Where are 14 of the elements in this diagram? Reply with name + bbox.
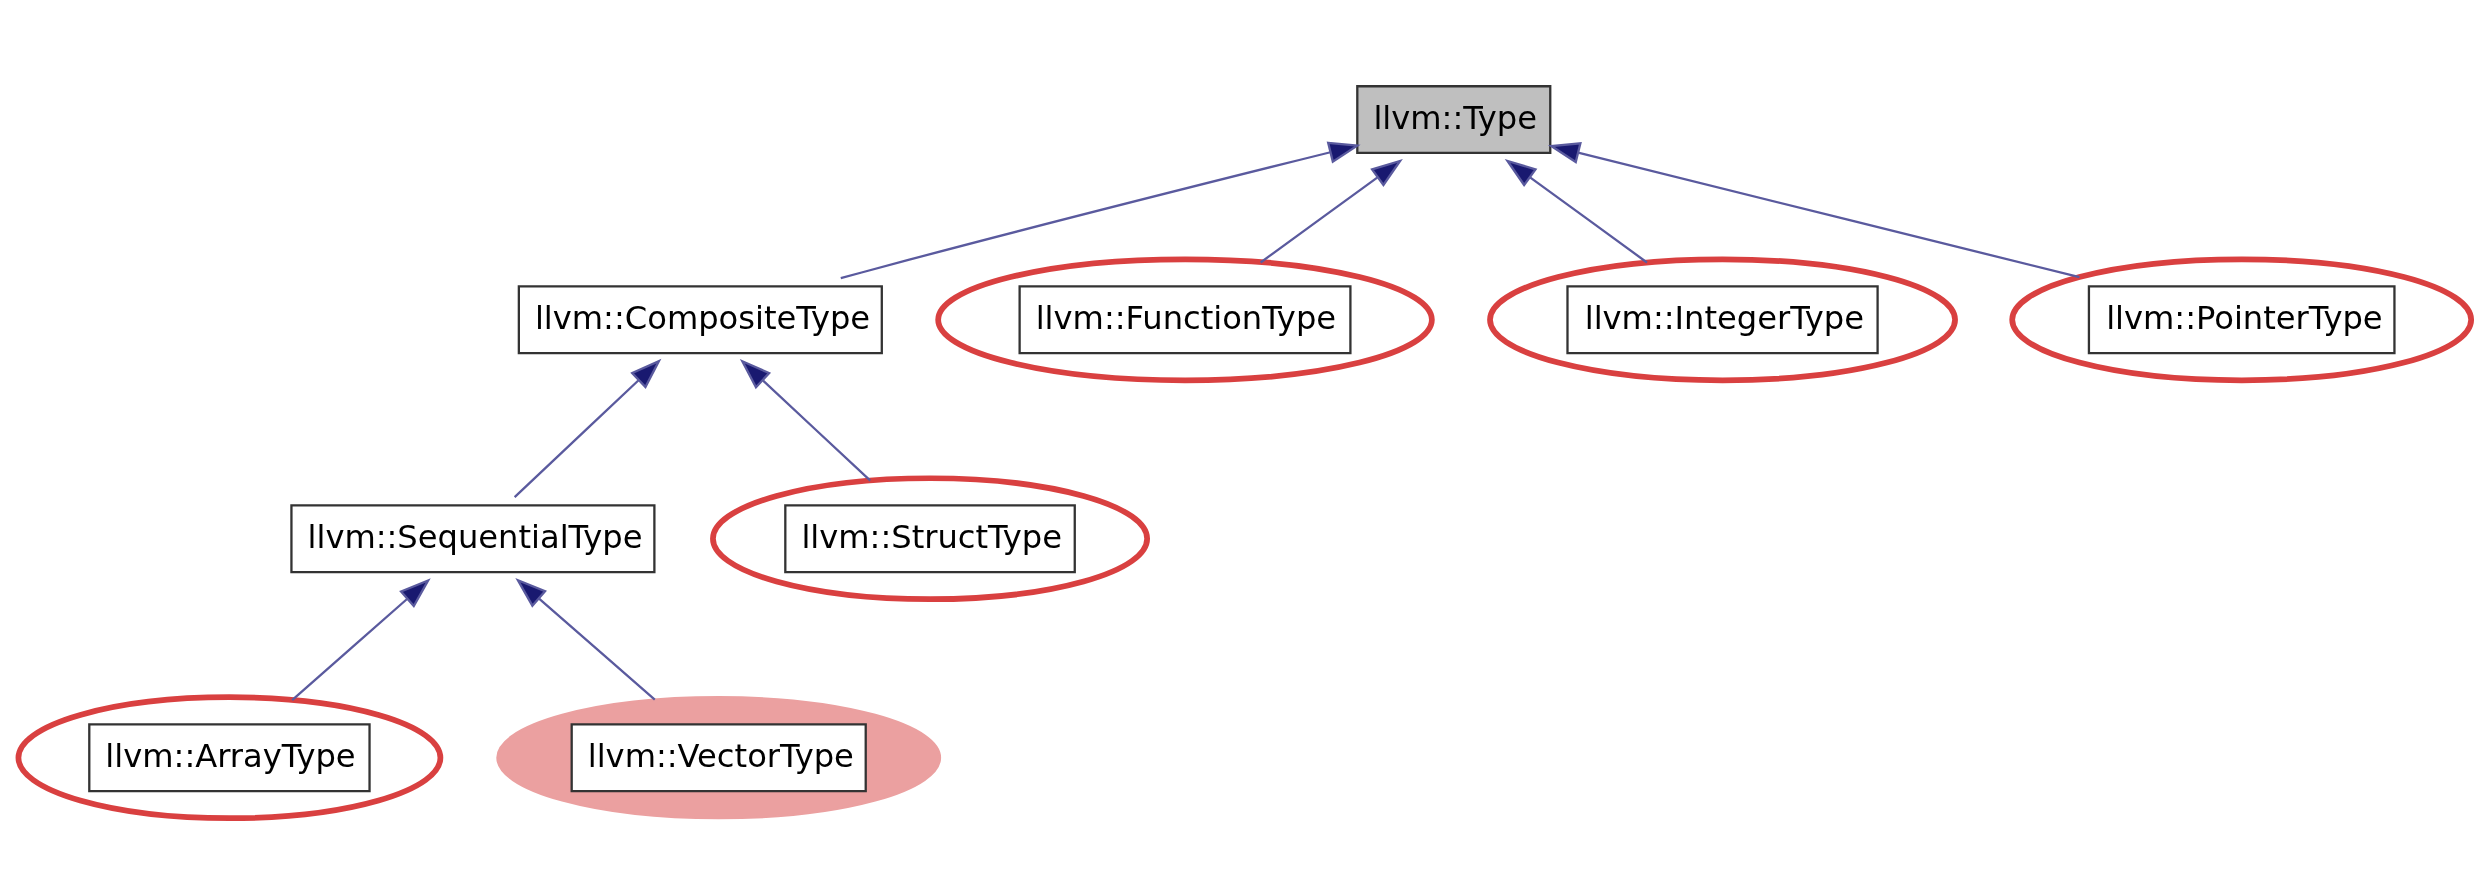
node-ellipse: llvm::PointerType: [2009, 256, 2475, 384]
node-ellipse: llvm::FunctionType: [935, 256, 1435, 384]
arrow: [291, 578, 431, 702]
node-ellipse: llvm::IntegerType: [1487, 256, 1958, 384]
arrow: [1504, 158, 1648, 264]
arrow: [739, 358, 872, 482]
node-ellipse: llvm::ArrayType: [15, 694, 444, 822]
arrow: [1259, 158, 1403, 264]
node-ellipse: llvm::VectorType: [496, 696, 942, 820]
arrow: [515, 578, 656, 701]
arrow: [513, 358, 662, 498]
arrow: [840, 141, 1361, 280]
arrow: [1547, 142, 2080, 279]
node-ellipse: llvm::StructType: [710, 475, 1150, 603]
